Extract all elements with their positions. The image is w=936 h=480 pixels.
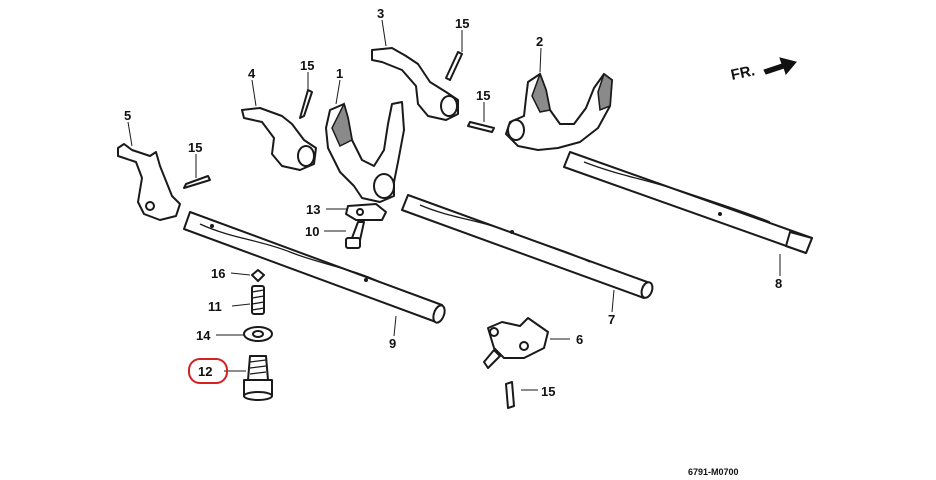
callout-14: 14 bbox=[196, 328, 211, 343]
spring-11 bbox=[251, 285, 265, 315]
callout-16: 16 bbox=[211, 266, 225, 281]
callout-10: 10 bbox=[305, 224, 319, 239]
callout-3: 3 bbox=[377, 6, 384, 21]
callout-6: 6 bbox=[576, 332, 583, 347]
callout-15-a: 15 bbox=[188, 140, 202, 155]
callout-12: 12 bbox=[198, 364, 212, 379]
shift-arm-6 bbox=[483, 317, 549, 369]
callout-7: 7 bbox=[608, 312, 615, 327]
callout-8: 8 bbox=[775, 276, 782, 291]
front-direction-indicator: FR. bbox=[729, 57, 797, 84]
callout-11: 11 bbox=[208, 299, 222, 314]
lock-plate-13 bbox=[345, 203, 387, 221]
diagram-code: 6791-M0700 bbox=[688, 467, 739, 477]
shift-shaft-7 bbox=[401, 194, 654, 299]
callout-13: 13 bbox=[306, 202, 320, 217]
nut-16 bbox=[251, 269, 265, 282]
shift-arm-5 bbox=[117, 143, 181, 221]
callout-12-highlight bbox=[188, 358, 228, 384]
callout-5: 5 bbox=[124, 108, 131, 123]
callout-4: 4 bbox=[248, 66, 256, 81]
front-direction-label: FR. bbox=[729, 62, 756, 84]
spring-pins-15 bbox=[183, 51, 515, 409]
callout-2: 2 bbox=[536, 34, 543, 49]
bolt-10 bbox=[345, 221, 365, 249]
shift-arm-4 bbox=[241, 107, 317, 171]
washer-14 bbox=[243, 326, 273, 342]
shift-shaft-8 bbox=[563, 151, 813, 254]
shift-fork-1 bbox=[325, 101, 405, 203]
shift-arm-3 bbox=[371, 47, 459, 121]
shift-shaft-9 bbox=[183, 211, 446, 324]
callout-15-d: 15 bbox=[476, 88, 490, 103]
callout-15-e: 15 bbox=[541, 384, 555, 399]
callout-1: 1 bbox=[336, 66, 343, 81]
bolt-12 bbox=[243, 355, 273, 401]
front-arrow-icon bbox=[763, 57, 797, 76]
leader-lines bbox=[127, 19, 781, 391]
callout-15-c: 15 bbox=[455, 16, 469, 31]
shift-fork-2 bbox=[505, 71, 613, 151]
callout-15-b: 15 bbox=[300, 58, 314, 73]
callout-9: 9 bbox=[389, 336, 396, 351]
